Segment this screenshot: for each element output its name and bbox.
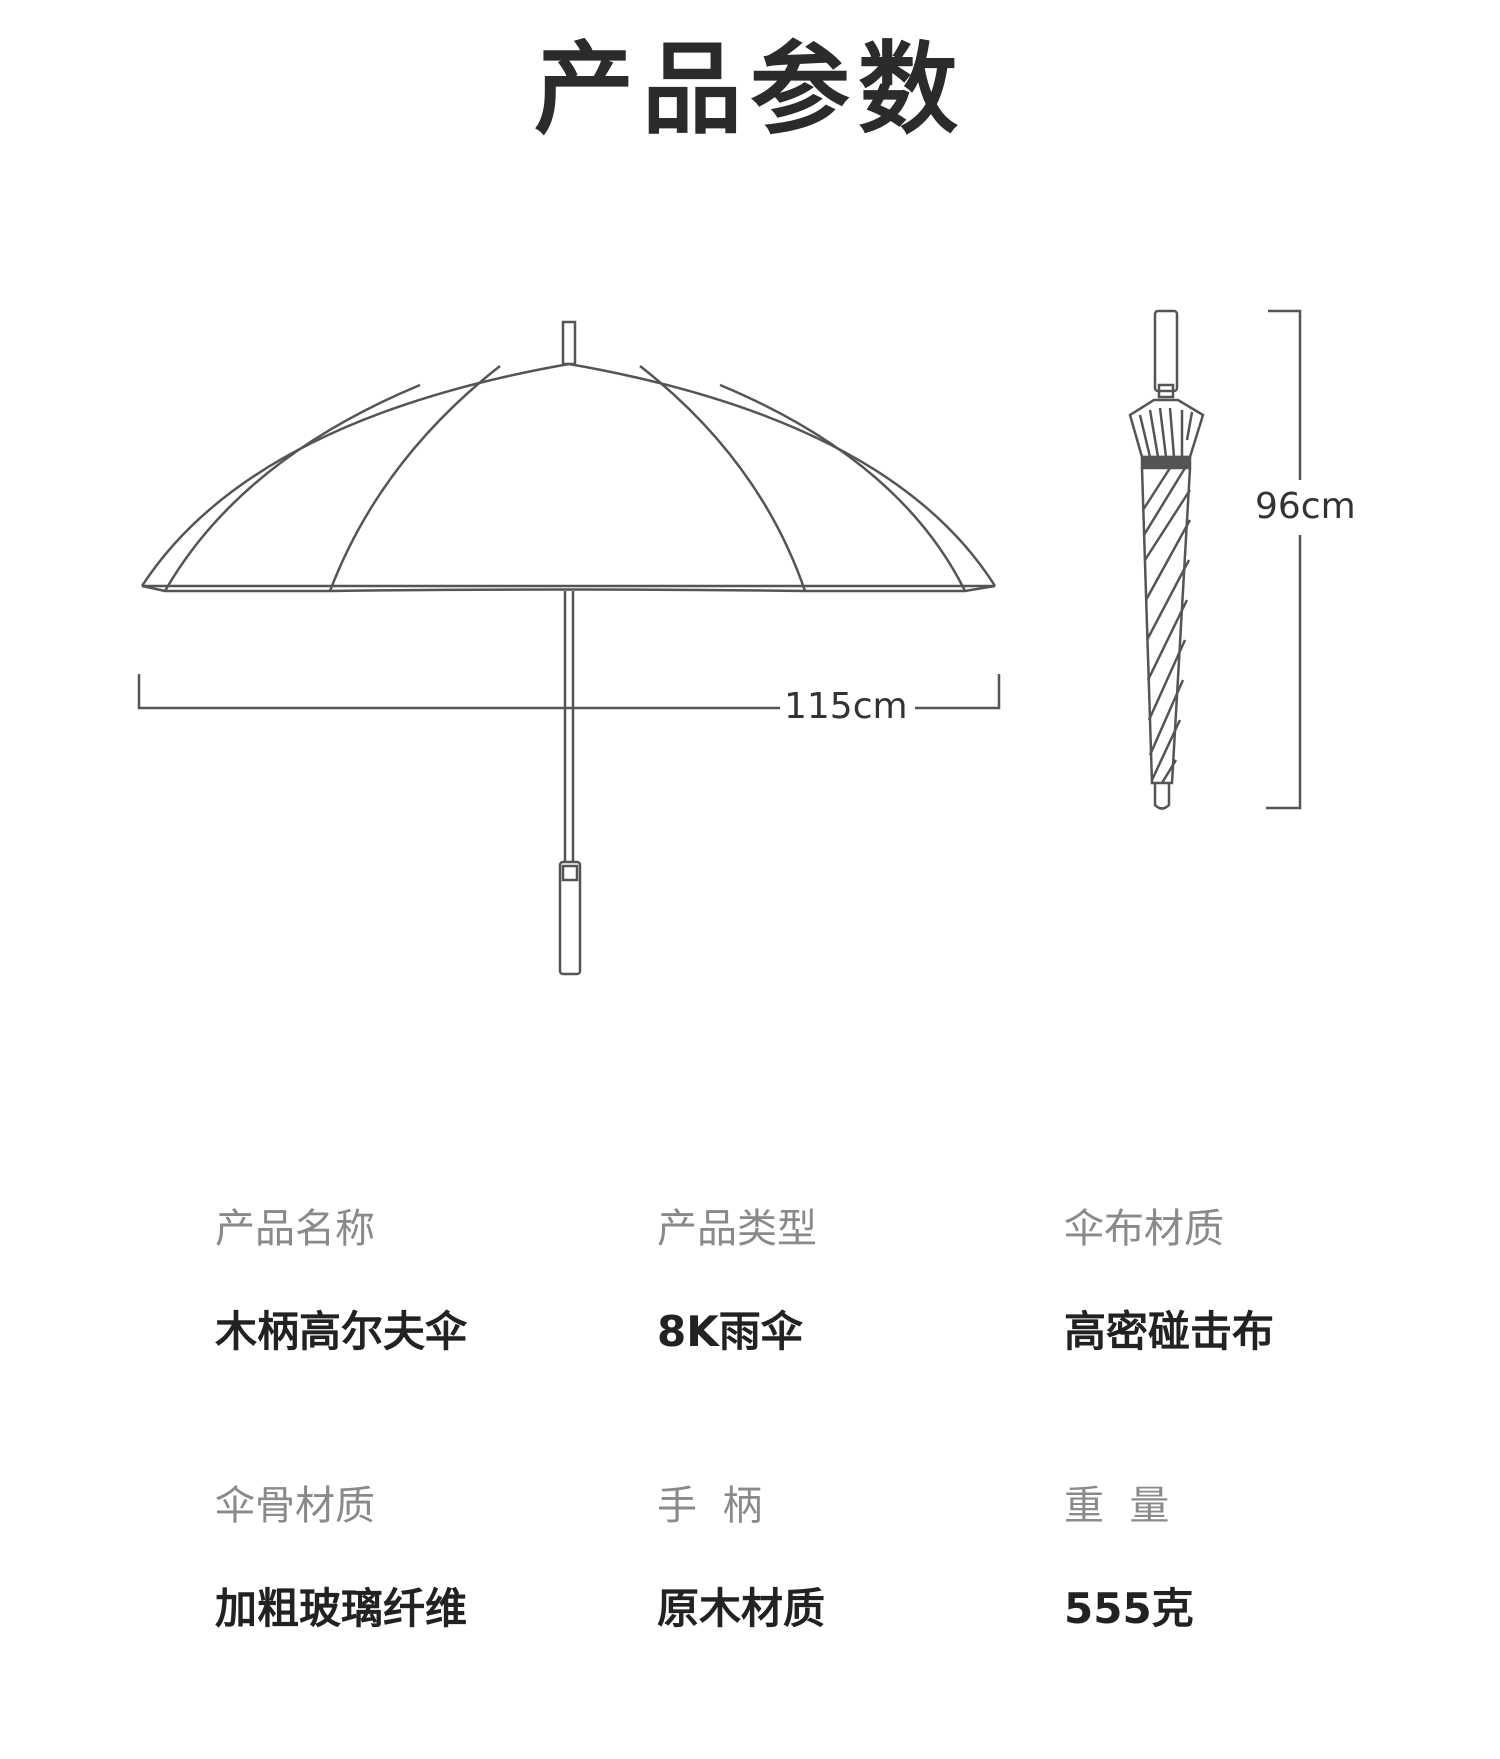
page-title: 产品参数 xyxy=(534,31,966,148)
spec-label: 伞布材质 xyxy=(1064,1206,1224,1252)
spec-value: 木柄高尔夫伞 xyxy=(215,1307,468,1356)
closed-umbrella-illustration xyxy=(1128,309,1205,810)
width-dimension-line xyxy=(137,674,1001,710)
spec-value: 555克 xyxy=(1064,1584,1194,1633)
spec-label: 产品类型 xyxy=(657,1206,817,1252)
spec-value: 加粗玻璃纤维 xyxy=(215,1584,468,1633)
spec-label: 伞骨材质 xyxy=(215,1483,375,1529)
spec-weight: 重 量 555克 xyxy=(1064,1473,1194,1636)
spec-canopy-material: 伞布材质 高密碰击布 xyxy=(1064,1196,1274,1359)
open-width-label: 115cm xyxy=(784,686,908,727)
spec-product-type: 产品类型 8K雨伞 xyxy=(657,1196,817,1359)
spec-value: 高密碰击布 xyxy=(1064,1307,1275,1356)
spec-product-name: 产品名称 木柄高尔夫伞 xyxy=(215,1196,467,1359)
spec-value: 8K雨伞 xyxy=(657,1307,803,1356)
spec-label: 重 量 xyxy=(1064,1483,1170,1529)
spec-label: 手 柄 xyxy=(657,1483,763,1529)
closed-length-label: 96cm xyxy=(1255,486,1356,527)
spec-value: 原木材质 xyxy=(657,1584,826,1633)
spec-label: 产品名称 xyxy=(215,1206,375,1252)
spec-rib-material: 伞骨材质 加粗玻璃纤维 xyxy=(215,1473,467,1636)
spec-handle: 手 柄 原木材质 xyxy=(657,1473,825,1636)
open-umbrella-illustration xyxy=(140,320,997,976)
length-dimension-line xyxy=(1266,309,1302,810)
